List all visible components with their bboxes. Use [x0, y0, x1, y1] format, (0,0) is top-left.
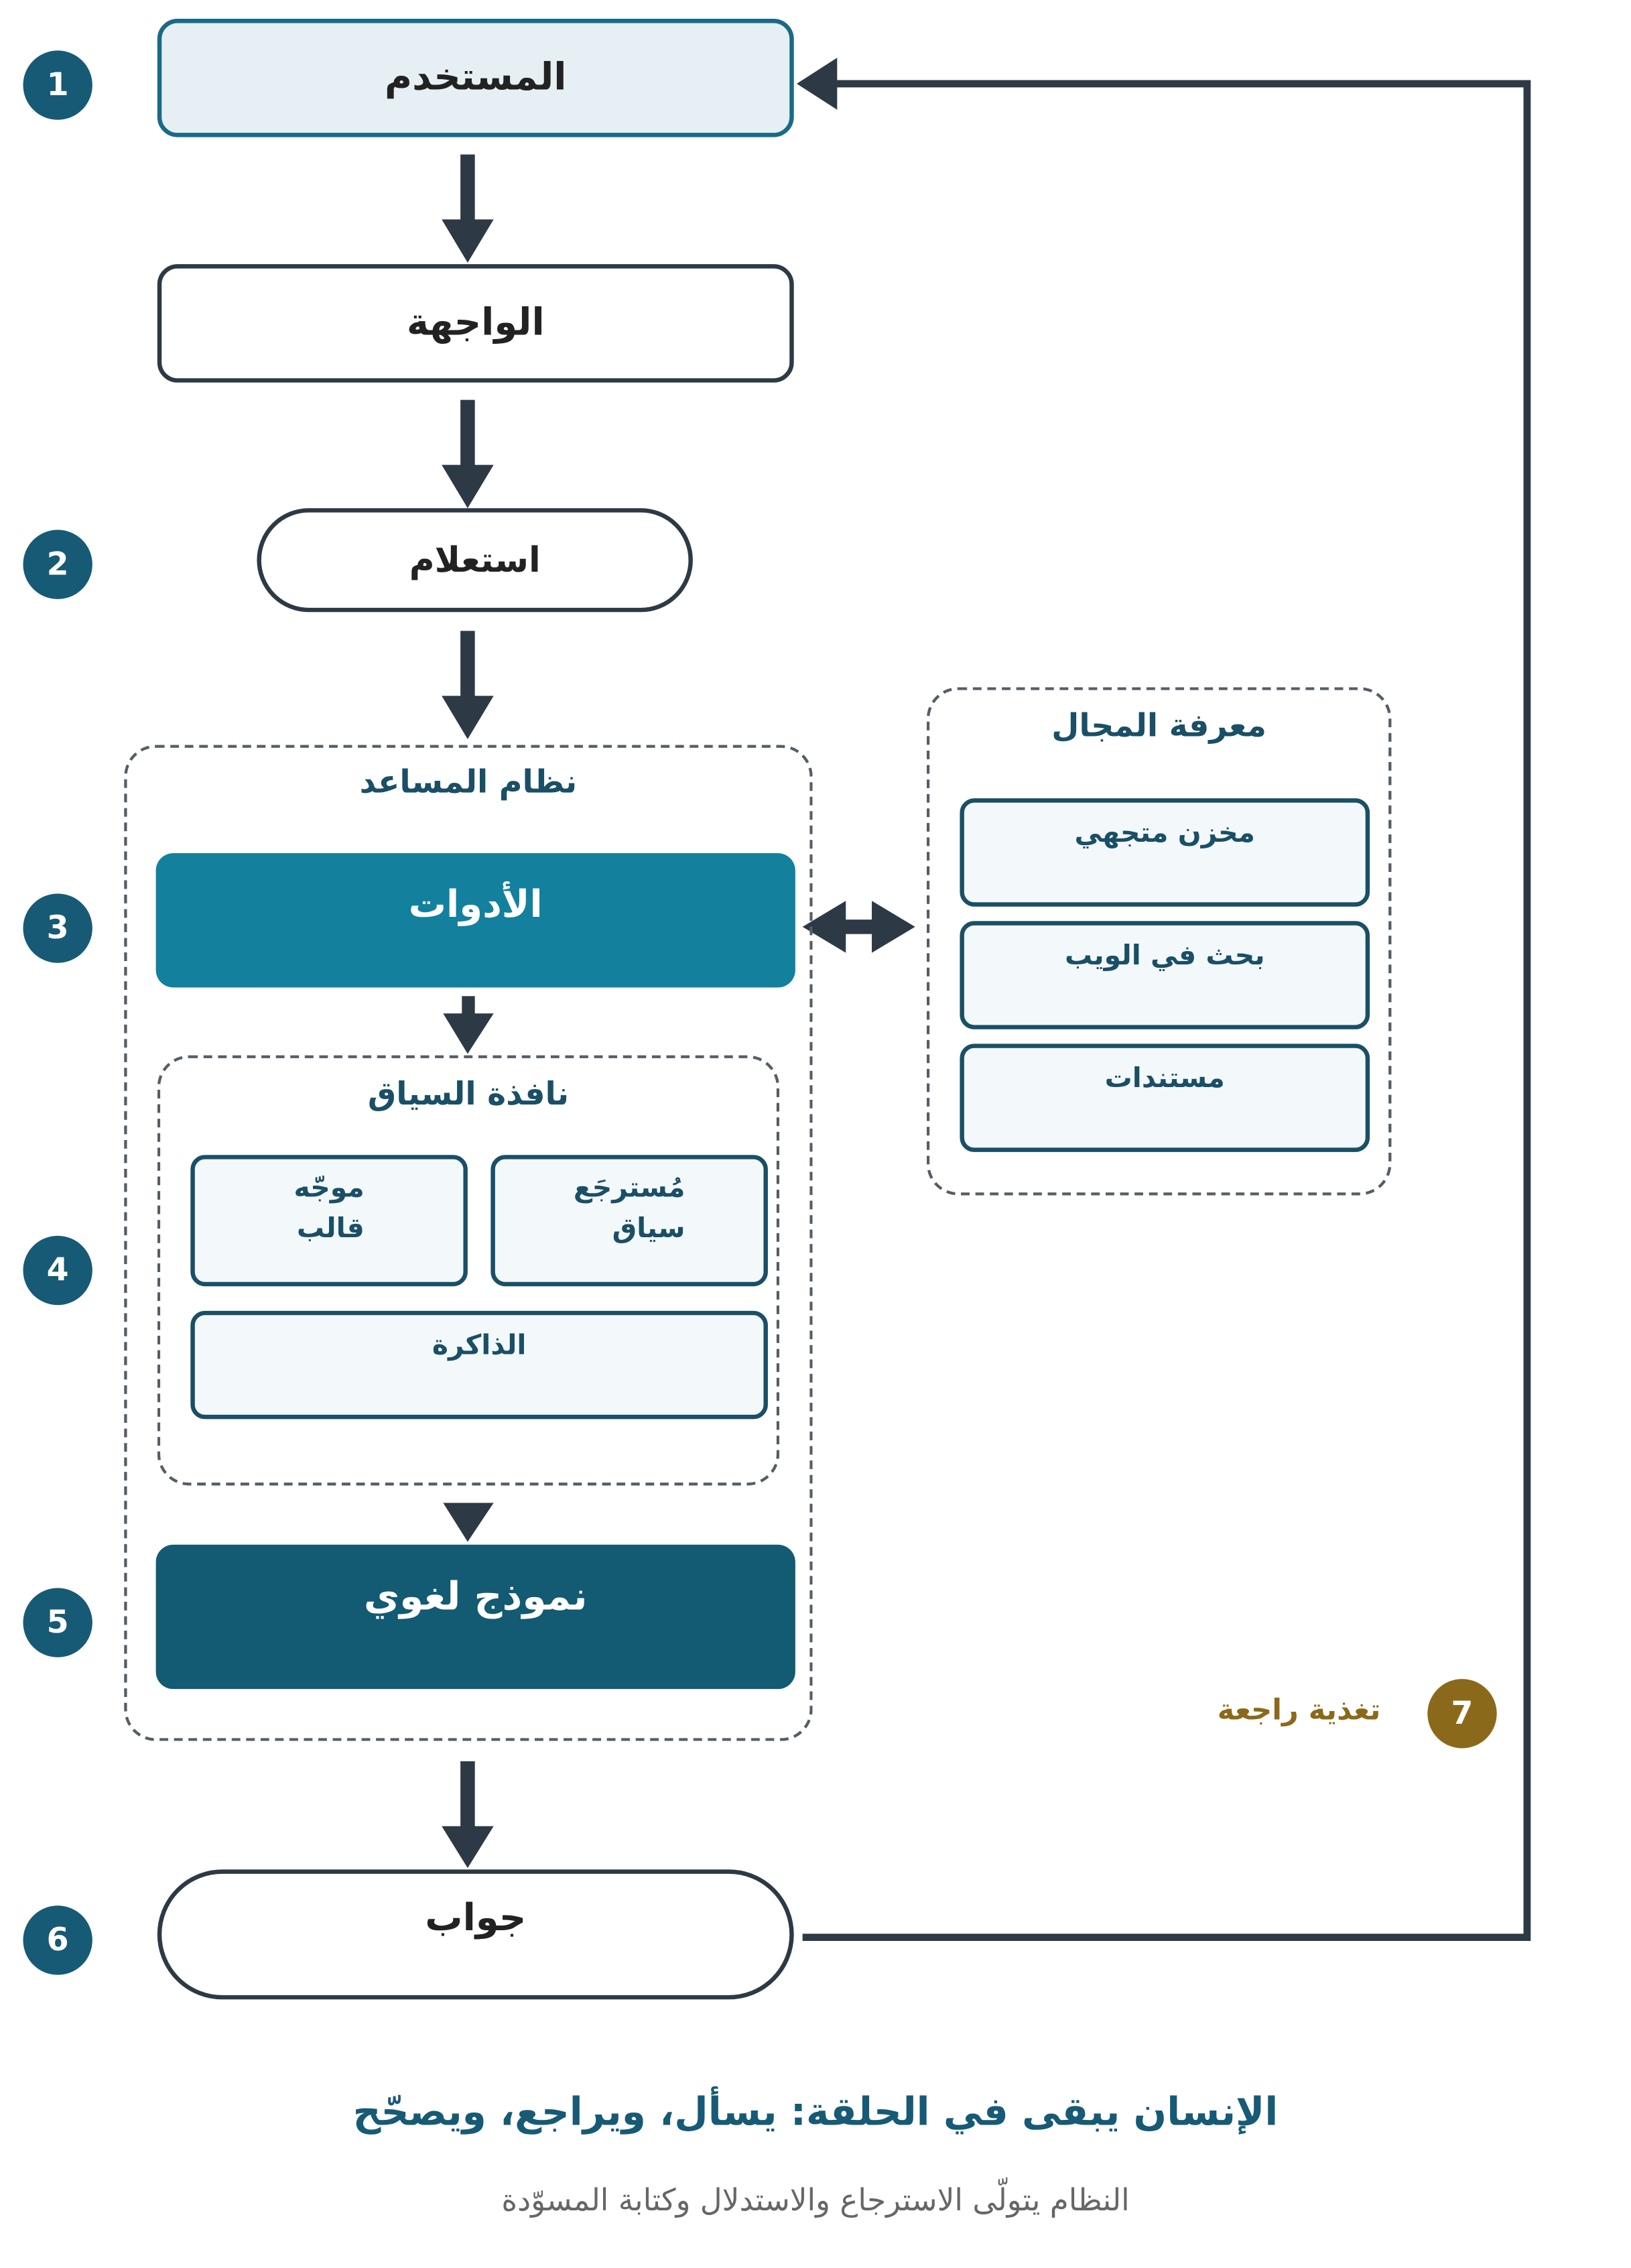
user-node: المستخدم: [157, 19, 794, 137]
step-number: 6: [46, 1922, 69, 1958]
step-number: 1: [46, 67, 69, 104]
context-window-container: [157, 1055, 780, 1486]
arrow-tools-to-context: [443, 996, 494, 1054]
prompt-template-node: موجّه قالب: [190, 1155, 468, 1287]
documents-label: مستندات: [1104, 1062, 1225, 1094]
step-number: 5: [46, 1604, 69, 1641]
context-retriever-node: مُسترجَع سياق: [491, 1155, 768, 1287]
step-number: 4: [46, 1252, 69, 1289]
query-label: استعلام: [409, 540, 541, 580]
arrow-user-to-interface: [442, 154, 494, 263]
assistant-system-title: نظام المساعد: [359, 765, 578, 802]
memory-node: الذاكرة: [190, 1310, 768, 1420]
vector-store-label: مخزن متجهي: [1074, 817, 1256, 849]
prompt-template-label: موجّه قالب: [293, 1172, 365, 1245]
user-label: المستخدم: [385, 56, 567, 100]
assistant-system-container: [124, 745, 813, 1741]
answer-node: جواب: [157, 1869, 794, 2000]
web-search-label: بحث في الويب: [1064, 940, 1265, 972]
feedback-loop-line: [797, 58, 1531, 1942]
step-number: 2: [46, 546, 69, 583]
domain-knowledge-container: [926, 687, 1392, 1196]
feedback-label: تغذية راجعة: [1217, 1692, 1381, 1727]
caption-title: الإنسان يبقى في الحلقة: يسأل، ويراجع، وي…: [352, 2090, 1279, 2135]
arrow-interface-to-query: [442, 399, 494, 509]
step-badge-2: 2: [23, 529, 92, 599]
language-model-label: نموذج لغوي: [363, 1574, 588, 1619]
arrow-query-to-system: [442, 631, 494, 739]
arrow-context-to-model: [443, 1503, 494, 1542]
context-window-title: نافذة السياق: [367, 1076, 570, 1113]
interface-label: الواجهة: [406, 302, 545, 345]
step-badge-4: 4: [23, 1235, 92, 1306]
vector-store-node: مخزن متجهي: [960, 798, 1370, 907]
step-badge-5: 5: [23, 1588, 92, 1657]
documents-node: مستندات: [960, 1044, 1370, 1152]
step-badge-6: 6: [23, 1905, 92, 1975]
step-badge-3: 3: [23, 893, 92, 963]
step-badge-1: 1: [23, 50, 92, 120]
domain-knowledge-title: معرفة المجال: [1051, 708, 1267, 745]
interface-node: الواجهة: [157, 264, 794, 383]
tools-label: الأدوات: [408, 883, 543, 926]
query-node: استعلام: [257, 508, 693, 613]
step-number: 3: [46, 910, 69, 946]
arrow-system-to-answer: [442, 1761, 494, 1869]
caption-subtitle: النظام يتولّى الاسترجاع والاستدلال وكتاب…: [501, 2182, 1130, 2218]
step-badge-7: 7: [1427, 1679, 1497, 1749]
answer-label: جواب: [425, 1897, 527, 1940]
memory-label: الذاكرة: [432, 1329, 527, 1362]
tools-node: الأدوات: [155, 853, 795, 988]
step-number: 7: [1451, 1695, 1474, 1732]
context-retriever-label: مُسترجَع سياق: [573, 1172, 686, 1245]
web-search-node: بحث في الويب: [960, 921, 1370, 1029]
language-model-node: نموذج لغوي: [155, 1544, 795, 1690]
arrow-tools-domain-bidirectional: [802, 901, 915, 953]
